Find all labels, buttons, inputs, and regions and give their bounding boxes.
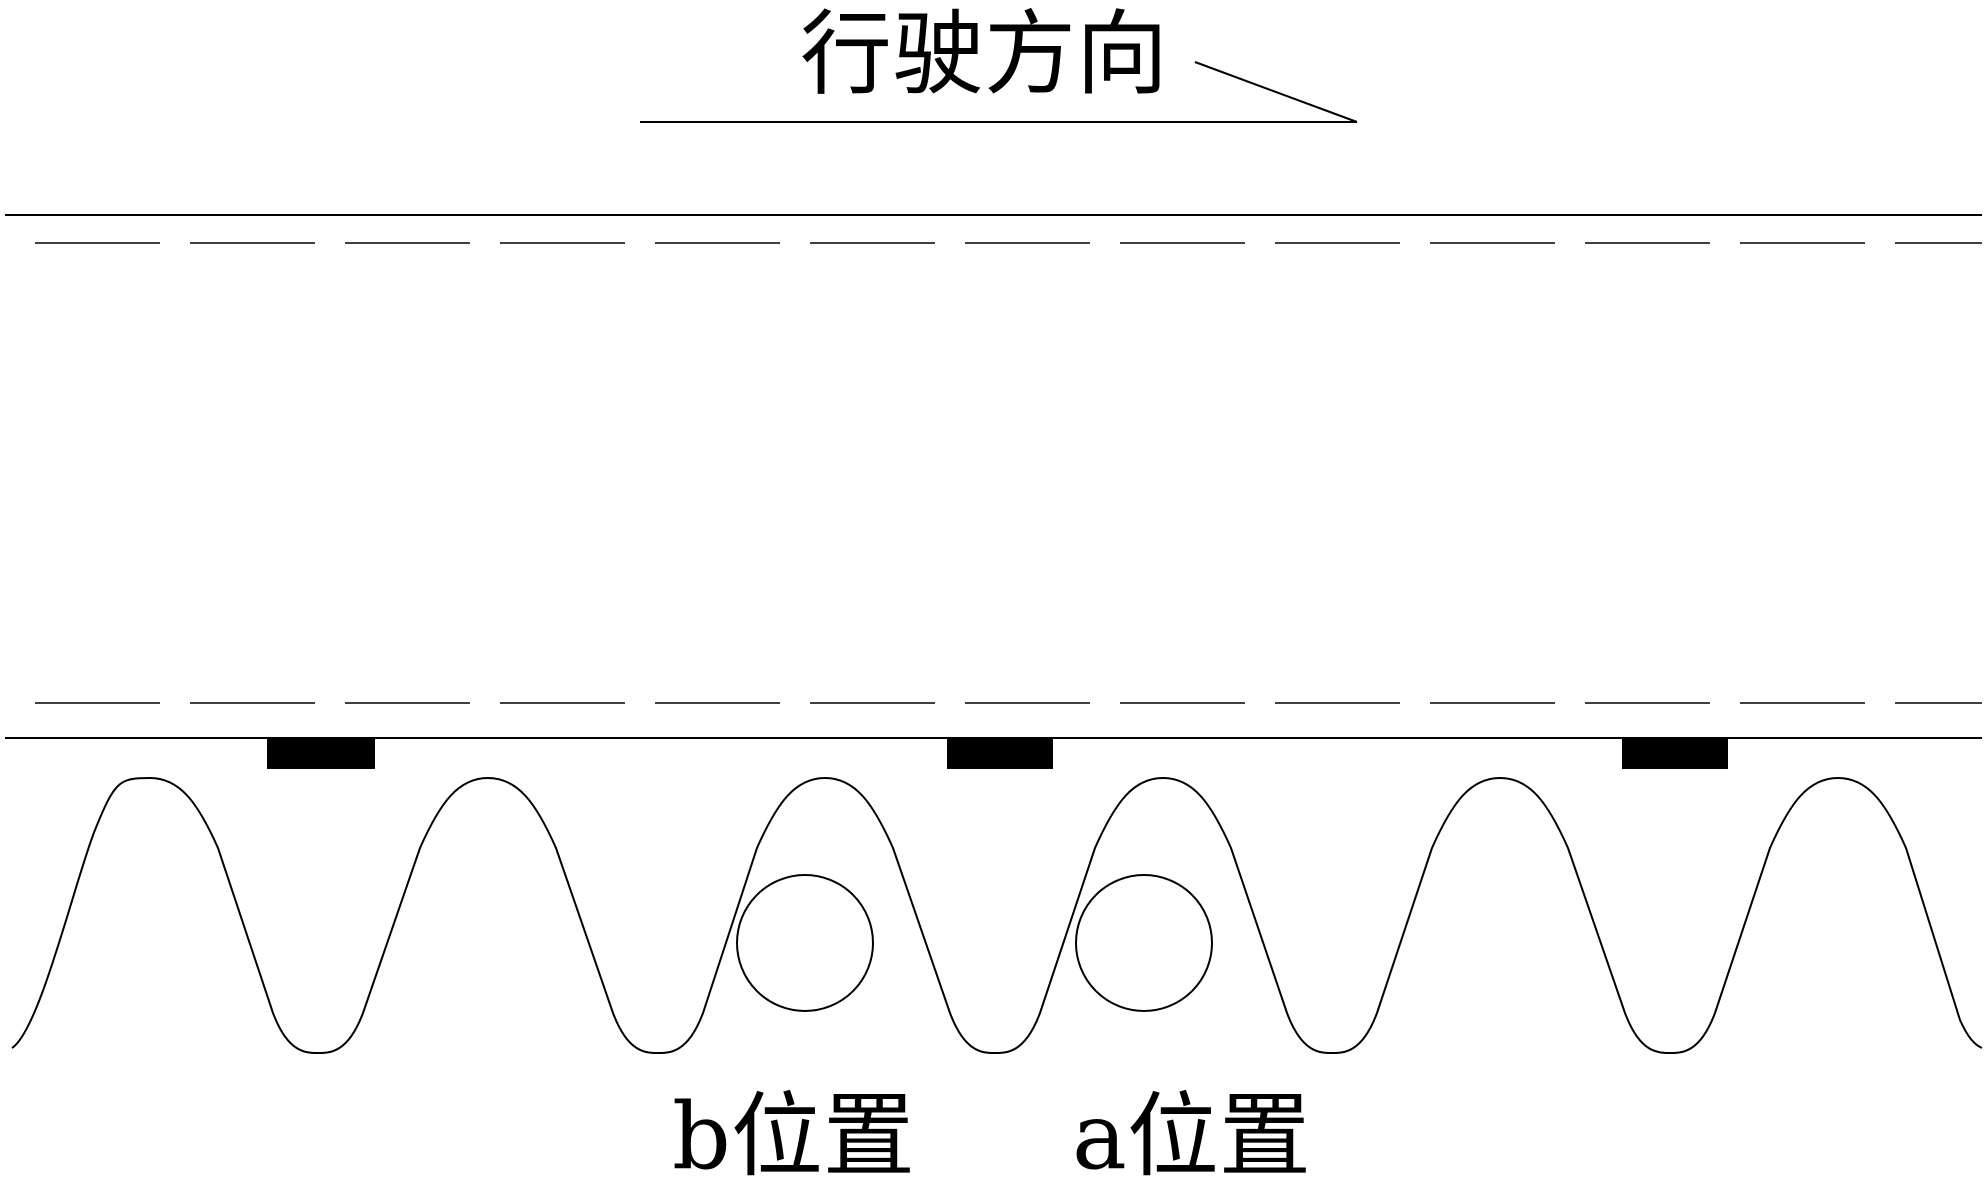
- direction-pointer-line: [1194, 61, 1358, 123]
- sensor-block-1: [267, 738, 375, 769]
- b-position-label: b位置: [672, 1083, 915, 1185]
- a-position-label: a位置: [1072, 1083, 1311, 1185]
- direction-label: 行驶方向: [800, 1, 1168, 108]
- sensor-block-2: [947, 738, 1053, 769]
- wave-profile-curve: [11, 776, 1983, 1055]
- position-a-circle: [1075, 874, 1213, 1012]
- position-b-circle: [736, 874, 874, 1012]
- sensor-block-3: [1622, 738, 1728, 769]
